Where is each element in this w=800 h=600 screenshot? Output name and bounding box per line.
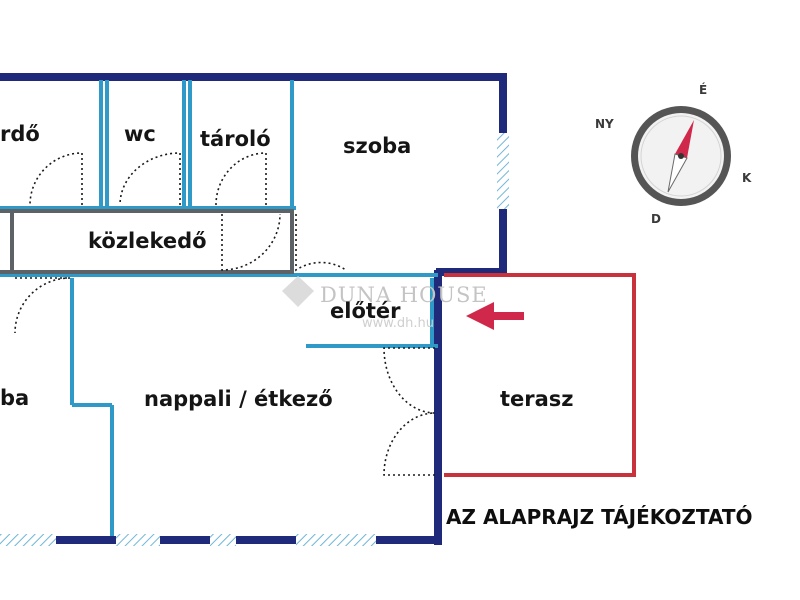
compass-icon: É NY K D	[595, 82, 752, 226]
duna-house-logo	[282, 276, 314, 307]
plan-disclaimer: AZ ALAPRAJZ TÁJÉKOZTATÓ	[446, 505, 753, 529]
window-bottom-2	[116, 534, 160, 546]
watermark-url: www.dh.hu	[362, 316, 434, 331]
room-label-eloter: előtér	[330, 299, 401, 323]
window-bottom-4	[296, 534, 376, 546]
terrace-outline	[444, 273, 636, 477]
compass-south: D	[651, 212, 661, 226]
door-swings	[14, 152, 436, 476]
window-szoba	[497, 133, 509, 209]
window-bottom-1	[0, 534, 56, 546]
compass-west: NY	[595, 117, 614, 131]
room-label-kozlekedo: közlekedő	[88, 229, 207, 253]
compass-north: É	[699, 82, 707, 97]
room-label-wc: wc	[124, 122, 156, 146]
room-label-tarolo: tároló	[200, 127, 271, 151]
room-label-szoba-left: ba	[0, 386, 29, 410]
corridor-walls	[0, 209, 294, 274]
room-labels: rdő wc tároló szoba közlekedő előtér ba …	[0, 122, 574, 411]
room-label-terasz: terasz	[500, 387, 574, 411]
compass-east: K	[742, 171, 752, 185]
windows	[0, 133, 509, 546]
room-label-szoba: szoba	[343, 134, 411, 158]
window-bottom-3	[210, 534, 236, 546]
entry-arrow-icon	[466, 302, 524, 330]
room-label-furdo: rdő	[0, 122, 40, 146]
watermark: DUNA HOUSE www.dh.hu	[282, 276, 488, 331]
watermark-brand: DUNA HOUSE	[320, 283, 488, 307]
room-label-nappali: nappali / étkező	[144, 387, 333, 411]
